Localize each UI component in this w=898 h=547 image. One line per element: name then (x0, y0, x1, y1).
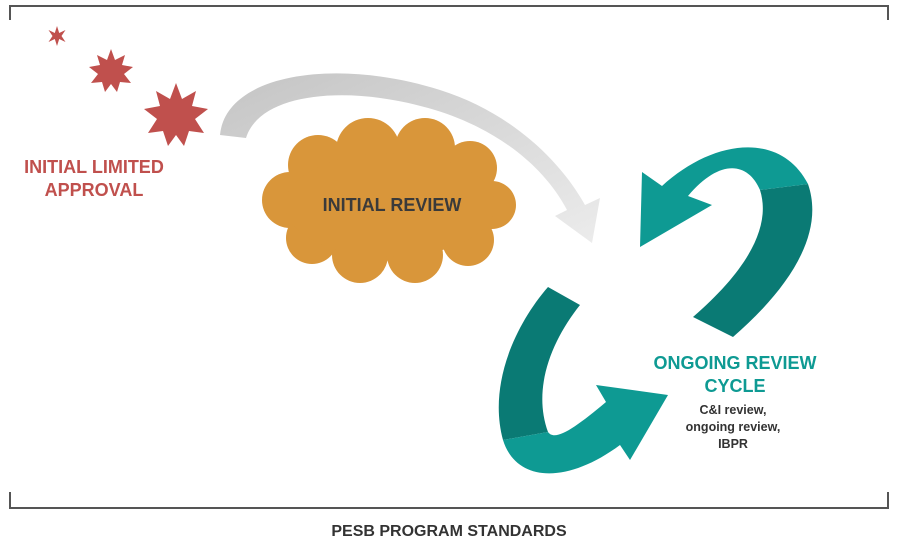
gray-curved-arrow (220, 73, 600, 243)
approval-line-2: APPROVAL (44, 180, 144, 200)
teal-lower-arrow (498, 287, 668, 474)
ongoing-review-cycle-label: ONGOING REVIEW CYCLE (640, 352, 830, 398)
initial-limited-approval-label: INITIAL LIMITED APPROVAL (8, 156, 180, 202)
cycle-line-1: ONGOING REVIEW (653, 353, 817, 373)
initial-review-cloud (262, 118, 516, 283)
large-starburst-icon (144, 83, 208, 146)
program-standards-footer: PESB PROGRAM STANDARDS (331, 523, 567, 540)
small-starburst-icon (48, 26, 66, 46)
top-bracket (9, 5, 889, 20)
teal-upper-arrow (640, 147, 813, 337)
initial-review-label: INITIAL REVIEW (322, 195, 462, 215)
cycle-details-label: C&I review, ongoing review, IBPR (668, 402, 798, 453)
cycle-detail-2: ongoing review, (685, 420, 781, 434)
cycle-detail-3: IBPR (718, 437, 748, 451)
medium-starburst-icon (89, 49, 133, 92)
bottom-bracket (9, 492, 889, 509)
cycle-line-2: CYCLE (704, 376, 766, 396)
approval-line-1: INITIAL LIMITED (24, 157, 164, 177)
cycle-detail-1: C&I review, (699, 403, 767, 417)
